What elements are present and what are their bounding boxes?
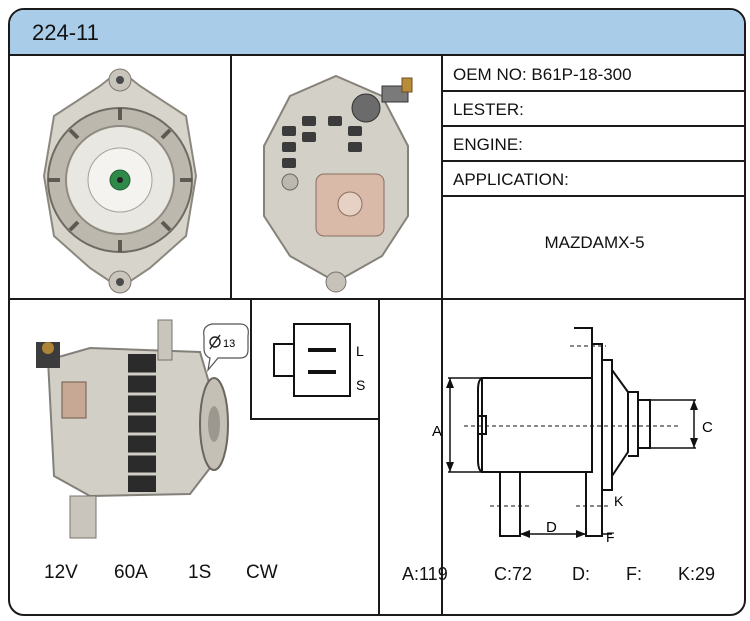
oem-label-text: OEM NO: <box>453 65 527 84</box>
alternator-rear-photo <box>232 56 441 298</box>
rotation-direction: CW <box>246 562 278 583</box>
part-number-title: 224-11 <box>32 20 99 45</box>
dimension-d-value: D: <box>572 564 590 584</box>
application-label: APPLICATION: <box>453 170 569 189</box>
dimension-k-value: K:29 <box>678 564 716 584</box>
engine-label: ENGINE: <box>453 135 523 154</box>
dimension-label-c: C <box>702 419 713 436</box>
dimension-f-value: F: <box>626 564 642 584</box>
header-bar: 224-11 <box>10 10 744 56</box>
oem-label: OEM NO: B61P-18-300 <box>453 65 632 85</box>
oem-number: B61P-18-300 <box>531 65 632 84</box>
alternator-side-photo: 13 <box>10 300 250 548</box>
application-value: MAZDAMX-5 <box>544 233 645 252</box>
pin-s-label: S <box>356 377 365 393</box>
divider <box>10 298 744 300</box>
dimension-a-value: A:119 <box>402 564 448 584</box>
diameter-icon <box>209 336 221 348</box>
pulley-type: 1S <box>188 562 212 583</box>
dimension-label-k: K <box>614 493 624 509</box>
bolt-callout: 13 <box>203 323 249 373</box>
divider <box>441 56 443 614</box>
connector-diagram: L S <box>273 323 365 397</box>
voltage-rating: 12V <box>44 562 78 583</box>
divider <box>230 56 232 300</box>
dimension-label-f: F <box>606 529 615 545</box>
dimension-c-value: C:72 <box>494 564 533 584</box>
bolt-diameter: 13 <box>223 338 235 350</box>
product-card: 224-11 <box>8 8 746 616</box>
alternator-front-photo <box>10 56 230 298</box>
dimension-label-a: A <box>432 423 442 440</box>
dimension-label-d: D <box>546 519 557 536</box>
pin-l-label: L <box>356 343 364 359</box>
dimension-drawing: A C D F K <box>432 327 713 545</box>
divider <box>378 298 380 614</box>
lester-label: LESTER: <box>453 100 524 119</box>
amperage-rating: 60A <box>114 562 148 583</box>
connector-panel: L S <box>250 300 380 420</box>
spec-table: OEM NO: B61P-18-300 LESTER: ENGINE: APPL… <box>443 56 744 298</box>
